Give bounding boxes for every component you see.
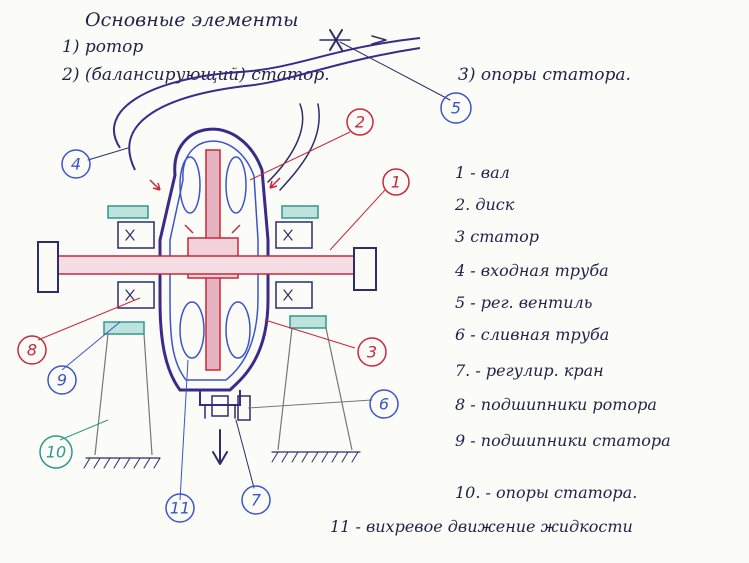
svg-text:2: 2: [355, 113, 365, 132]
header-item-3: 3) опоры статора.: [458, 65, 631, 85]
header-item-2: 2) (балансирующий) статор.: [61, 65, 330, 85]
callout-2: 2: [346, 108, 374, 136]
callout-7: 7: [241, 485, 271, 515]
callout-6: 6: [369, 389, 399, 419]
legend-item-11: 11 - вихревое движение жидкости: [330, 517, 633, 536]
svg-text:1: 1: [391, 173, 401, 192]
callout-5: 5: [440, 92, 472, 124]
callout-3: 3: [357, 337, 387, 367]
stator-supports: [83, 327, 361, 469]
svg-text:3: 3: [367, 343, 377, 362]
rotor-bearing-left: [117, 221, 155, 309]
callout-1: 1: [382, 168, 410, 196]
legend-item-6: 6 - сливная труба: [455, 325, 609, 344]
stator-bearing-left: [103, 205, 149, 335]
svg-text:10: 10: [46, 443, 66, 462]
legend-item-3: 3 статор: [455, 227, 539, 246]
legend-item-5: 5 - рег. вентиль: [455, 293, 592, 312]
legend-item-1: 1 - вал: [455, 163, 510, 182]
svg-text:6: 6: [379, 395, 389, 414]
svg-text:9: 9: [57, 371, 67, 390]
svg-text:5: 5: [451, 99, 461, 118]
legend-item-2: 2. диск: [454, 195, 515, 214]
callout-4: 4: [61, 149, 91, 179]
legend-item-9: 9 - подшипники статора: [455, 431, 671, 450]
rotor-bearing-right: [275, 221, 313, 309]
legend: 1 - вал 2. диск 3 статор 4 - входная тру…: [330, 163, 671, 536]
callout-8: 8: [17, 335, 47, 365]
stator-bearing-right: [281, 205, 327, 329]
legend-item-10: 10. - опоры статора.: [455, 483, 637, 502]
stator-housing: [158, 127, 270, 419]
header-item-1: 1) ротор: [62, 37, 143, 57]
legend-item-8: 8 - подшипники ротора: [455, 395, 657, 414]
svg-text:7: 7: [251, 491, 262, 510]
vortex-flow: [149, 156, 281, 359]
title-text: Основные элементы: [85, 9, 299, 31]
callout-10: 10: [39, 435, 73, 469]
legend-item-4: 4 - входная труба: [454, 261, 609, 280]
inlet-pipe: [113, 37, 421, 191]
legend-item-7: 7. - регулир. кран: [455, 361, 604, 380]
svg-text:8: 8: [27, 341, 37, 360]
svg-text:11: 11: [170, 499, 190, 518]
leader-lines: [37, 41, 451, 501]
shaft: [37, 241, 377, 293]
regulating-valve: [319, 29, 387, 51]
svg-text:4: 4: [71, 155, 81, 174]
callout-9: 9: [47, 365, 77, 395]
drain-pipe: [211, 395, 229, 465]
callout-11: 11: [165, 493, 195, 523]
